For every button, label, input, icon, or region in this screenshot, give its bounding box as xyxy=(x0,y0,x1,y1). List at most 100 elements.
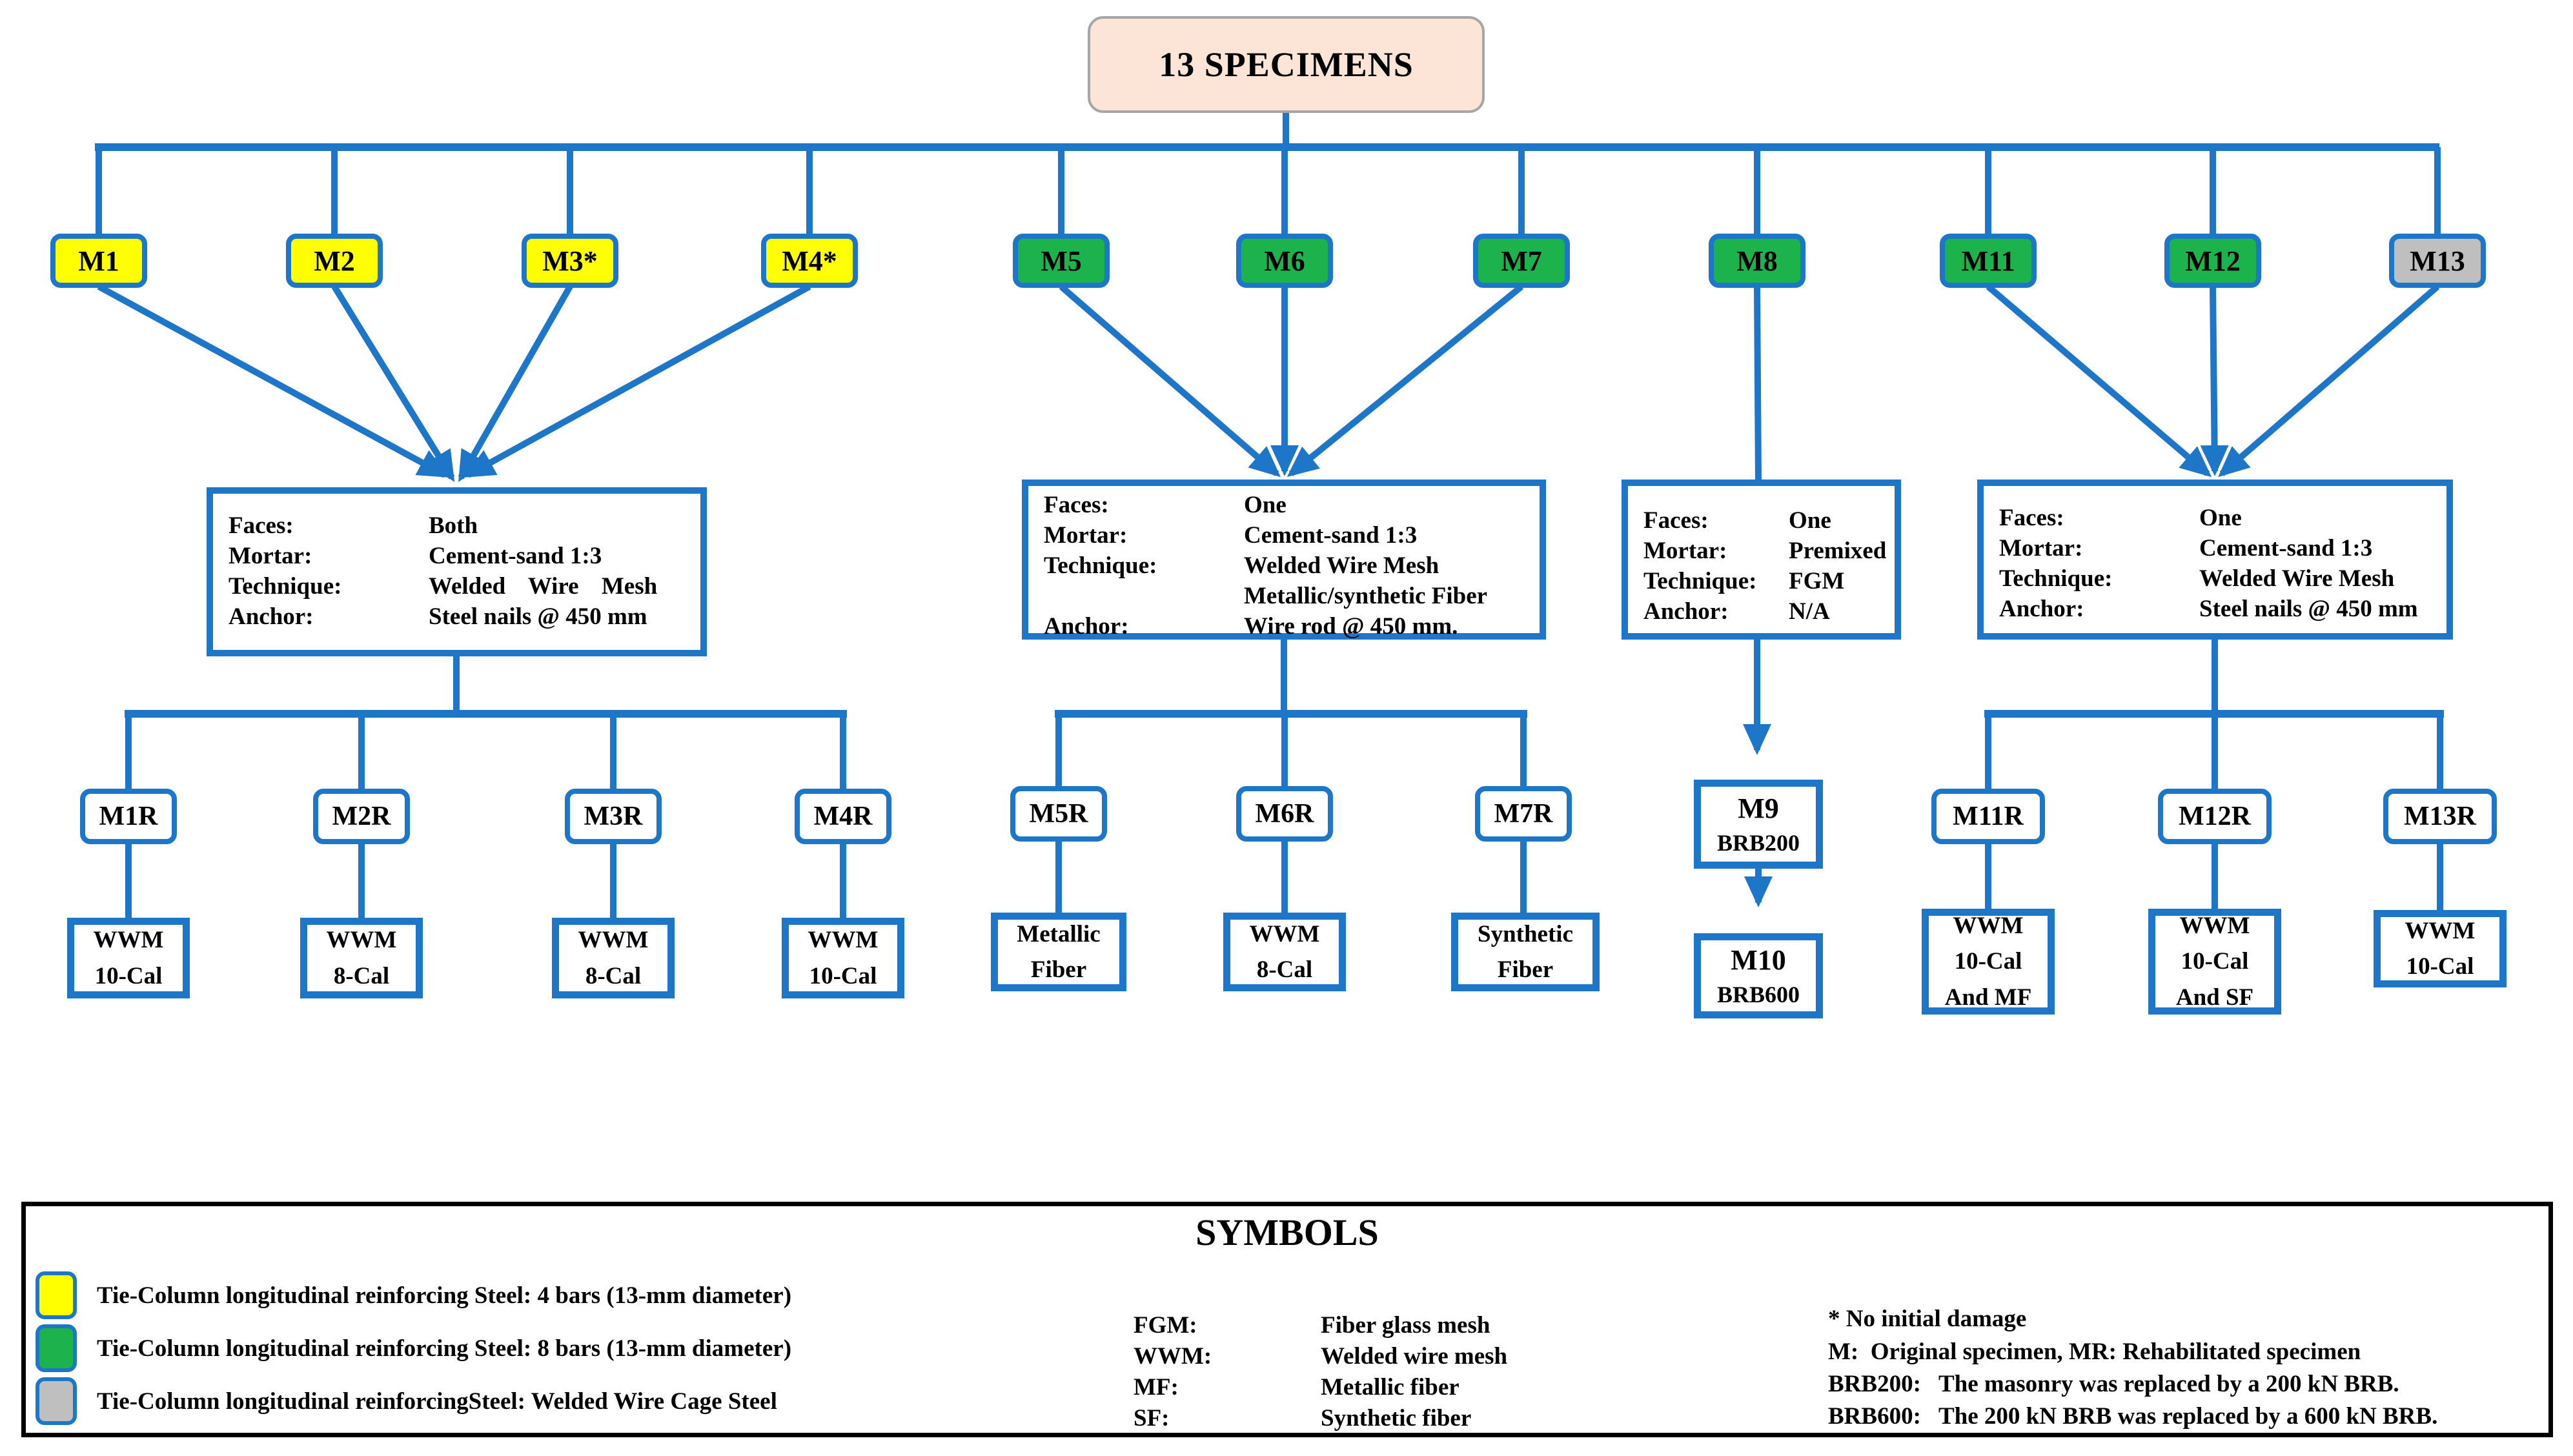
info-label: Anchor: xyxy=(1044,613,1129,640)
abbr-key: MF: xyxy=(1134,1373,1179,1400)
abbr-key: WWM: xyxy=(1134,1342,1212,1370)
leaf-line: WWM xyxy=(2179,912,2250,939)
specimen-node-m2: M2 xyxy=(286,234,383,288)
info-row: Metallic/synthetic Fiber xyxy=(1044,581,1529,611)
specimen-label: M7 xyxy=(1501,245,1542,277)
brb-name: M10 xyxy=(1731,944,1786,976)
legend-box xyxy=(21,1202,2553,1437)
specimen-label: M8 xyxy=(1736,245,1778,277)
info-value: Welded Wire Mesh xyxy=(2199,565,2395,592)
info-row: Technique: Welded Wire Mesh xyxy=(1999,563,2436,594)
info-label: Faces: xyxy=(1999,505,2064,531)
info-label: Mortar: xyxy=(229,543,312,569)
info-value: Steel nails @ 450 mm xyxy=(2199,596,2418,622)
leaf-line: Fiber xyxy=(1030,956,1087,983)
specimen-node-m3: M3* xyxy=(522,234,618,288)
info-value: Steel nails @ 450 mm xyxy=(429,603,647,630)
info-label: Anchor: xyxy=(1643,598,1729,625)
abbr-def: Welded wire mesh xyxy=(1321,1342,1508,1370)
info-row: Faces: One xyxy=(1999,503,2436,533)
legend-abbr-row-wwm: WWM: Welded wire mesh xyxy=(1134,1342,1507,1370)
specimen-node-m5: M5 xyxy=(1013,234,1110,288)
rehab-label: M2R xyxy=(332,802,391,831)
rehab-label: M4R xyxy=(813,802,873,831)
rehab-node-m4r: M4R xyxy=(795,789,891,844)
specimen-node-m7: M7 xyxy=(1473,234,1570,288)
brb-rating: BRB200 xyxy=(1716,830,1800,856)
leaf-line: And SF xyxy=(2175,984,2254,1011)
leaf-line: 10-Cal xyxy=(2181,948,2249,975)
leaf-line: Fiber xyxy=(1497,956,1554,983)
specimen-node-m6: M6 xyxy=(1236,234,1333,288)
specimen-label: M1 xyxy=(78,245,119,277)
info-label: Technique: xyxy=(229,573,342,600)
rehab-node-m3r: M3R xyxy=(565,789,662,844)
legend-reinforcement-text: Tie-Column longitudinal reinforcingSteel… xyxy=(97,1388,777,1415)
info-box-group4: Faces: One Mortar:Cement-sand 1:3 Techniq… xyxy=(1977,480,2453,640)
info-row: Mortar:Cement-sand 1:3 xyxy=(229,541,690,571)
specimen-label: M5 xyxy=(1041,245,1082,277)
info-row: Anchor:Steel nails @ 450 mm xyxy=(229,602,690,632)
legend-note-brb200: BRB200: The masonry was replaced by a 20… xyxy=(1828,1370,2399,1397)
leaf-line: WWM xyxy=(326,927,397,953)
legend-note-m-mr: M: Original specimen, MR: Rehabilitated … xyxy=(1828,1338,2361,1365)
info-row: Mortar:Premixed xyxy=(1643,536,1886,566)
legend-reinforcement-text: Tie-Column longitudinal reinforcing Stee… xyxy=(97,1282,792,1309)
leaf-line: 8-Cal xyxy=(1256,956,1313,983)
info-row: Anchor: N/A xyxy=(1643,596,1884,627)
rehab-label: M13R xyxy=(2404,802,2476,831)
rehab-label: M6R xyxy=(1255,799,1314,829)
info-box-group3: Faces:One Mortar:Premixed Technique:FGM … xyxy=(1622,480,1901,640)
info-value: Wire rod @ 450 mm. xyxy=(1244,613,1458,640)
leaf-line: 10-Cal xyxy=(94,962,163,989)
abbr-def: Fiber glass mesh xyxy=(1321,1311,1490,1339)
info-row: Technique: Welded Wire Mesh xyxy=(229,571,690,602)
leaf-line: WWM xyxy=(578,927,649,953)
info-row: Faces:One xyxy=(1044,490,1529,520)
legend-note-brb600: BRB600: The 200 kN BRB was replaced by a… xyxy=(1828,1402,2438,1430)
leaf-line: WWM xyxy=(1249,920,1320,947)
specimen-label: M6 xyxy=(1264,245,1305,277)
rehab-node-m13r: M13R xyxy=(2383,789,2497,844)
info-label: Faces: xyxy=(1643,507,1709,534)
leaf-node-m2r: WWM 8-Cal xyxy=(300,918,423,998)
info-row: Mortar:Cement-sand 1:3 xyxy=(1999,533,2436,563)
brb-name: M9 xyxy=(1738,793,1779,824)
leaf-node-m6r: WWM 8-Cal xyxy=(1223,913,1346,991)
brb-node-m9: M9 BRB200 xyxy=(1694,780,1823,869)
info-value: One xyxy=(1244,492,1286,518)
info-label xyxy=(1044,581,1244,611)
specimen-node-m12: M12 xyxy=(2164,234,2261,288)
info-box-group2: Faces:One Mortar:Cement-sand 1:3 Techniq… xyxy=(1022,480,1546,640)
legend-title: SYMBOLS xyxy=(1195,1211,1379,1253)
info-value: Welded Wire Mesh xyxy=(429,573,658,600)
rehab-node-m12r: M12R xyxy=(2158,789,2272,844)
leaf-line: 10-Cal xyxy=(1954,948,2022,975)
info-value: N/A xyxy=(1789,598,1830,625)
legend-reinforcement-text: Tie-Column longitudinal reinforcing Stee… xyxy=(97,1335,792,1362)
info-value: Metallic/synthetic Fiber xyxy=(1244,583,1488,609)
info-label: Mortar: xyxy=(1044,522,1128,549)
info-label: Technique: xyxy=(1999,565,2113,592)
leaf-line: 8-Cal xyxy=(333,962,390,989)
legend-swatch-yellow xyxy=(36,1271,77,1319)
legend-note-asterisk: * No initial damage xyxy=(1828,1305,2027,1332)
info-value: Both xyxy=(429,512,478,539)
specimen-label: M3* xyxy=(542,245,598,277)
info-value: Cement-sand 1:3 xyxy=(1244,522,1418,549)
abbr-def: Synthetic fiber xyxy=(1321,1404,1472,1431)
rehab-node-m6r: M6R xyxy=(1236,786,1333,842)
rehab-node-m2r: M2R xyxy=(313,789,410,844)
rehab-node-m5r: M5R xyxy=(1010,786,1107,842)
info-value: Welded Wire Mesh xyxy=(1244,552,1439,579)
rehab-node-m1r: M1R xyxy=(80,789,177,844)
info-value: FGM xyxy=(1789,568,1845,594)
root-node: 13 SPECIMENS xyxy=(1088,16,1485,113)
info-value: One xyxy=(2199,505,2242,531)
